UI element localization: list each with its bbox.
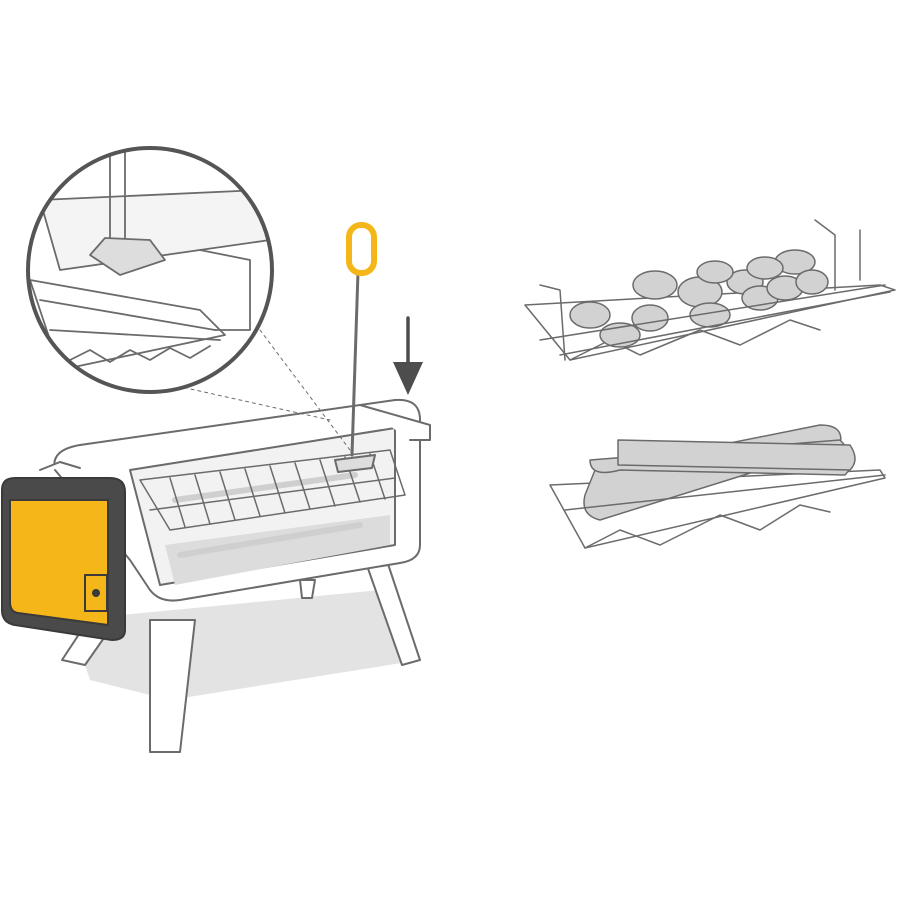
grate-with-charcoal (524, 219, 896, 361)
fire-pit-body (39, 398, 431, 602)
fire-pit-grate (139, 449, 406, 531)
battery-pack (1, 477, 126, 641)
fire-poker (334, 222, 377, 473)
poker-handle (346, 222, 377, 276)
arrow-down-icon (393, 316, 423, 395)
detail-zoom-circle (26, 146, 274, 394)
grate-with-logs (549, 424, 886, 549)
